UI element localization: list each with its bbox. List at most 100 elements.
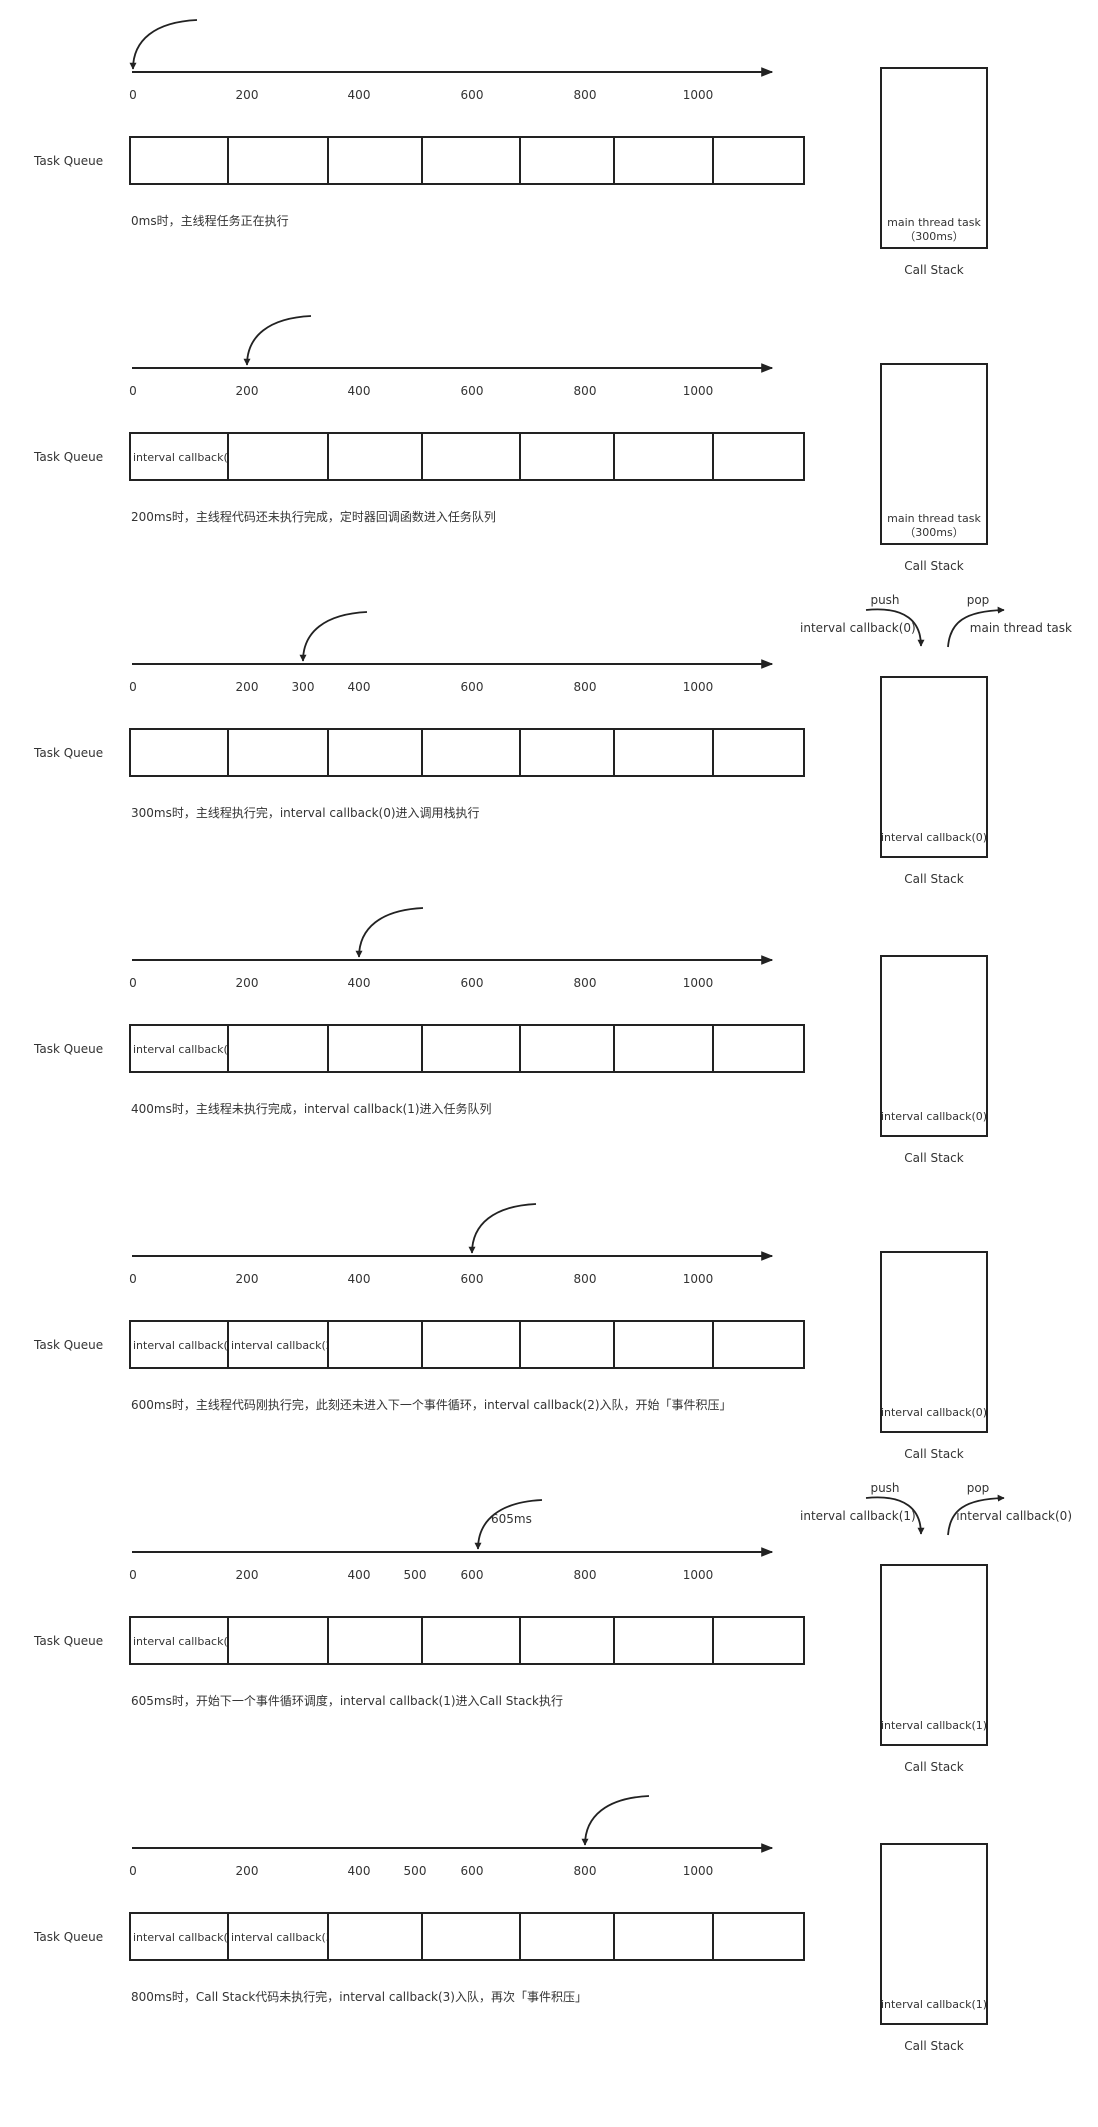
call-stack-item: interval callback(0) [881,1406,987,1419]
call-stack-box [880,1564,988,1746]
task-queue-cell [519,1320,615,1369]
task-queue-label: Task Queue [33,1338,103,1352]
timeline-tick-1000: 1000 [683,976,714,990]
timeline-tick-600: 600 [461,1272,484,1286]
timeline-tick-600: 600 [461,976,484,990]
task-queue-item: interval callback(2) [231,1339,337,1352]
timeline-tick-500: 500 [404,1568,427,1582]
call-stack-box [880,363,988,545]
timeline-tick-0: 0 [129,384,137,398]
push-label: push [870,593,899,607]
timeline-tick-600: 600 [461,88,484,102]
task-queue-cell [327,1320,423,1369]
timeline-tick-500: 500 [404,1864,427,1878]
push-arrow [865,1496,925,1535]
time-pointer-arrow [243,315,312,366]
timeline-tick-600: 600 [461,384,484,398]
call-stack-box [880,1251,988,1433]
push-arrow [865,608,925,647]
timeline-tick-1000: 1000 [683,1864,714,1878]
panel-caption: 400ms时，主线程未执行完成，interval callback(1)进入任务… [131,1101,492,1116]
time-pointer-arrow [581,1795,650,1846]
task-queue-cell [712,1024,805,1073]
task-queue-item: interval callback(3) [231,1931,337,1944]
call-stack-label: Call Stack [904,1447,963,1461]
timeline-tick-1000: 1000 [683,680,714,694]
panel-caption: 300ms时，主线程执行完，interval callback(0)进入调用栈执… [131,805,480,820]
panel-caption: 800ms时，Call Stack代码未执行完，interval callbac… [131,1989,587,2004]
push-label: push [870,1481,899,1495]
task-queue-cell [519,136,615,185]
timeline-tick-800: 800 [574,384,597,398]
timeline-tick-600: 600 [461,1864,484,1878]
task-queue-cell [519,432,615,481]
task-queue-cell [519,728,615,777]
task-queue-cell [613,728,714,777]
task-queue-cell [129,728,229,777]
timeline-tick-0: 0 [129,1864,137,1878]
task-queue-cell [227,1616,329,1665]
panel-caption: 605ms时，开始下一个事件循环调度，interval callback(1)进… [131,1693,563,1708]
time-pointer-arrow [299,611,368,662]
pop-label: pop [967,593,990,607]
task-queue-item: interval callback(0) [133,451,239,464]
task-queue-cell [421,1912,521,1961]
task-queue-item: interval callback(1) [133,1339,239,1352]
timeline-tick-0: 0 [129,976,137,990]
timeline-tick-800: 800 [574,1864,597,1878]
call-stack-label: Call Stack [904,2039,963,2053]
timeline-tick-0: 0 [129,1568,137,1582]
task-queue-cell [227,1320,329,1369]
task-queue-cell [227,728,329,777]
time-pointer-label: 605ms [491,1512,532,1526]
call-stack-box [880,955,988,1137]
panel-caption: 600ms时，主线程代码刚执行完，此刻还未进入下一个事件循环，interval … [131,1397,732,1412]
task-queue-cell [129,1320,229,1369]
timeline-tick-800: 800 [574,1568,597,1582]
task-queue-cell [613,1912,714,1961]
call-stack-label: Call Stack [904,1151,963,1165]
task-queue-cell [327,432,423,481]
time-pointer-arrow [129,19,198,70]
task-queue-cell [712,1912,805,1961]
timeline-tick-200: 200 [236,1272,259,1286]
task-queue-cell [227,1912,329,1961]
call-stack-label: Call Stack [904,1760,963,1774]
panel-caption: 200ms时，主线程代码还未执行完成，定时器回调函数进入任务队列 [131,509,496,524]
task-queue-label: Task Queue [33,154,103,168]
timeline-tick-200: 200 [236,976,259,990]
task-queue-cell [712,432,805,481]
task-queue-cell [327,136,423,185]
task-queue-cell [227,1024,329,1073]
push-item-label: interval callback(1) [800,1509,916,1523]
task-queue-cell [129,1616,229,1665]
task-queue-cell [712,728,805,777]
timeline-tick-800: 800 [574,88,597,102]
timeline-tick-200: 200 [236,1864,259,1878]
timeline-tick-800: 800 [574,680,597,694]
timeline-tick-400: 400 [348,1568,371,1582]
timeline-tick-400: 400 [348,1864,371,1878]
task-queue-cell [613,432,714,481]
call-stack-item: interval callback(1) [881,1719,987,1732]
timeline-tick-0: 0 [129,680,137,694]
task-queue-cell [421,1616,521,1665]
timeline-tick-400: 400 [348,88,371,102]
task-queue-label: Task Queue [33,1042,103,1056]
task-queue-label: Task Queue [33,1930,103,1944]
pop-arrow [947,1494,1005,1536]
call-stack-box [880,67,988,249]
task-queue-cell [327,1912,423,1961]
task-queue-item: interval callback(2) [133,1635,239,1648]
task-queue-cell [712,136,805,185]
task-queue-cell [519,1616,615,1665]
task-queue-cell [129,136,229,185]
timeline-tick-0: 0 [129,88,137,102]
task-queue-cell [613,1616,714,1665]
task-queue-cell [712,1616,805,1665]
